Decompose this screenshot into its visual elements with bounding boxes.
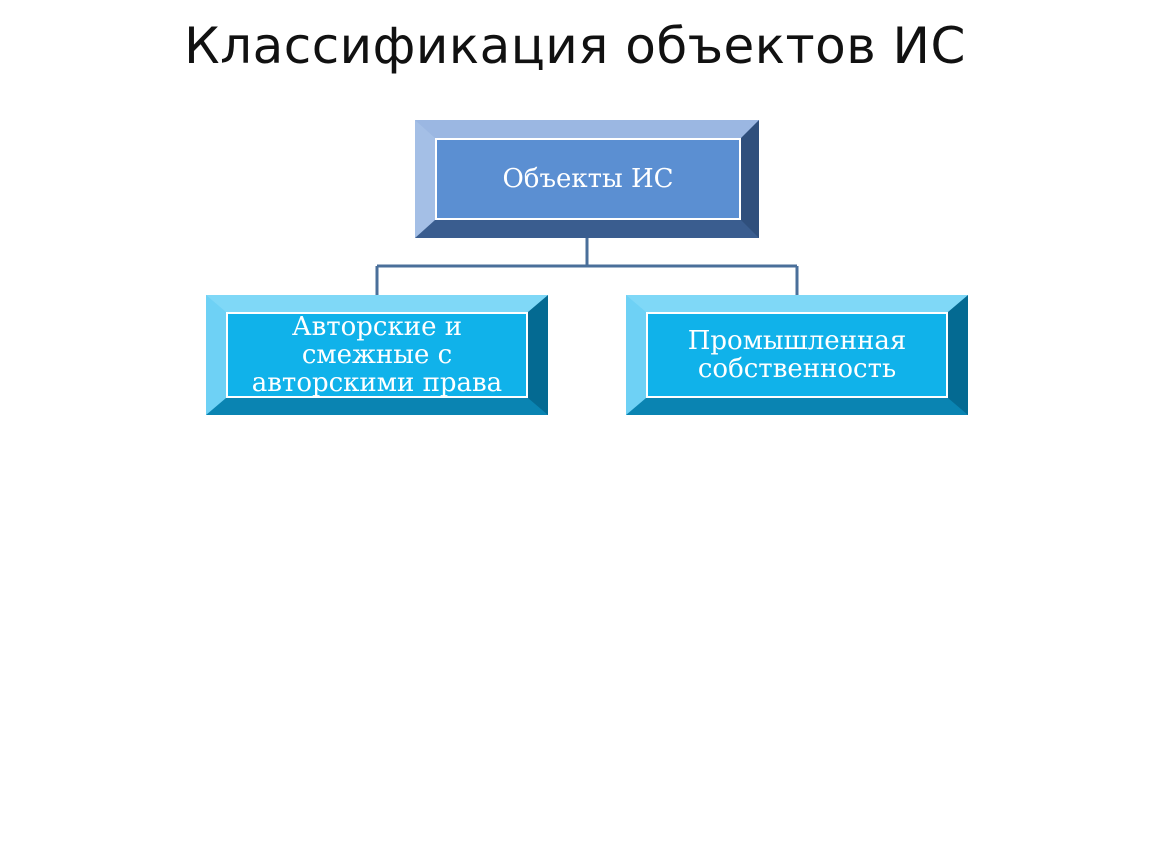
node-copyright-face: Авторские и смежные с авторскими права [226,312,528,398]
node-copyright-label: Авторские и смежные с авторскими права [251,312,503,398]
node-industrial-property-face: Промышленная собственность [646,312,948,398]
node-root-label: Объекты ИС [502,164,674,194]
node-industrial-property-label: Промышленная собственность [687,326,907,384]
node-industrial-property: Промышленная собственность [626,295,968,415]
slide-title: Классификация объектов ИС [184,17,966,75]
node-root-face: Объекты ИС [435,138,741,220]
node-root: Объекты ИС [415,120,759,238]
node-copyright: Авторские и смежные с авторскими права [206,295,548,415]
